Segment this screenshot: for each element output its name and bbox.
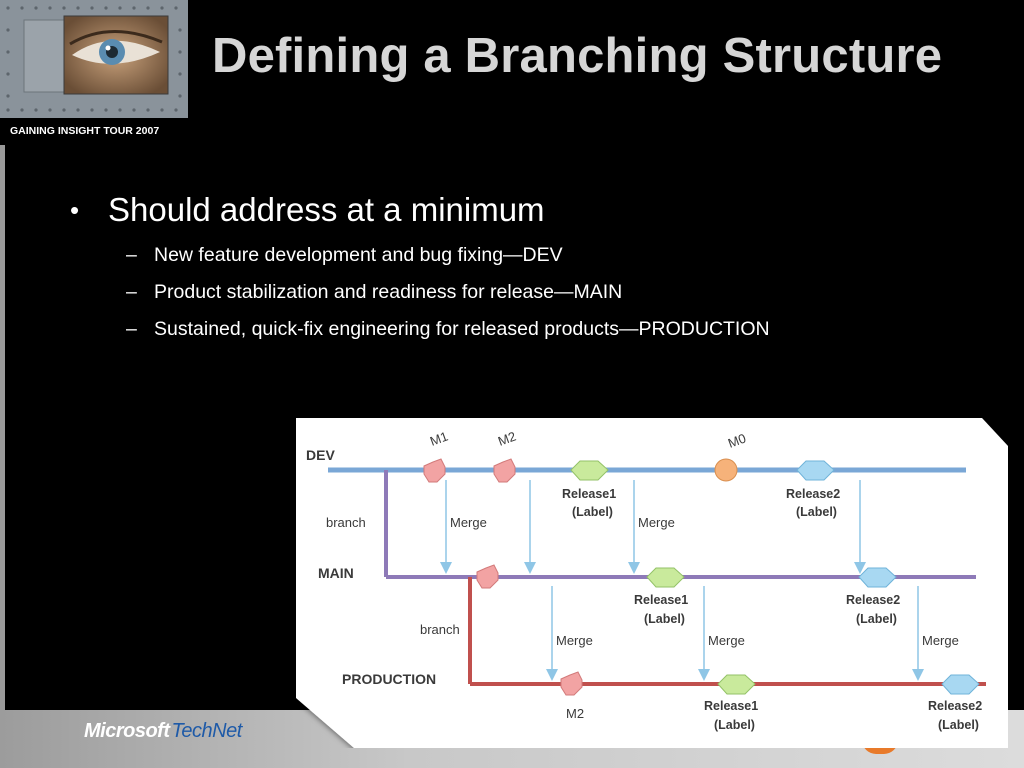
dev-release1-marker [570,460,609,481]
sub-bullet: – Sustained, quick-fix engineering for r… [126,311,770,348]
main-release1-marker [646,567,685,588]
release-label: Release1 [562,487,616,501]
sub-bullet: – Product stabilization and readiness fo… [126,274,770,311]
merge-label: Merge [708,633,745,648]
lane-label-production: PRODUCTION [342,671,436,687]
merge-label: Merge [450,515,487,530]
milestone-label-m0: M0 [726,431,748,451]
lane-label-dev: DEV [306,447,335,463]
merge-label: Merge [922,633,959,648]
eye-logo-image [0,0,188,118]
branch-label: branch [326,515,366,530]
milestone-label-m1: M1 [428,429,450,449]
merge-label: Merge [638,515,675,530]
milestone-label-prod-m2: M2 [566,706,584,721]
release-sublabel: (Label) [644,612,685,626]
release-label: Release1 [704,699,758,713]
main-bullet: • Should address at a minimum [70,190,770,230]
milestone-label-m2: M2 [496,429,518,449]
release-label: Release2 [928,699,982,713]
merge-label: Merge [556,633,593,648]
sub-bullet-text: New feature development and bug fixing—D… [154,244,563,266]
branching-diagram: DEV MAIN PRODUCTION branch branch Merge … [296,418,1008,748]
tour-label: GAINING INSIGHT TOUR 2007 [0,118,188,145]
milestone-m0-marker [714,458,738,482]
prod-release2-marker [941,674,980,695]
release-sublabel: (Label) [796,505,837,519]
main-release2-marker [858,567,897,588]
main-m-marker [476,564,499,589]
dev-release2-marker [796,460,835,481]
release-label: Release2 [786,487,840,501]
dash-icon: – [126,318,137,340]
milestone-m1-marker [423,458,446,483]
slide-title: Defining a Branching Structure [212,29,943,83]
brand-technet: TechNet [171,720,243,742]
bullet-list: • Should address at a minimum – New feat… [70,190,770,348]
release-label: Release1 [634,593,688,607]
release-sublabel: (Label) [856,612,897,626]
left-border [0,145,5,710]
sub-bullet-text: Sustained, quick-fix engineering for rel… [154,318,770,340]
sub-bullet-text: Product stabilization and readiness for … [154,281,623,303]
lane-label-main: MAIN [318,565,354,581]
prod-m2-marker [560,671,583,696]
sub-bullet: – New feature development and bug fixing… [126,237,770,274]
branch-label: branch [420,622,460,637]
brand-microsoft: Microsoft [84,720,170,742]
dash-icon: – [126,281,137,303]
release-sublabel: (Label) [572,505,613,519]
release-sublabel: (Label) [938,718,979,732]
main-bullet-text: Should address at a minimum [108,191,545,228]
release-sublabel: (Label) [714,718,755,732]
milestone-m2-marker [493,458,516,483]
prod-release1-marker [717,674,756,695]
bullet-dot-icon: • [70,194,80,225]
dash-icon: – [126,244,137,266]
release-label: Release2 [846,593,900,607]
